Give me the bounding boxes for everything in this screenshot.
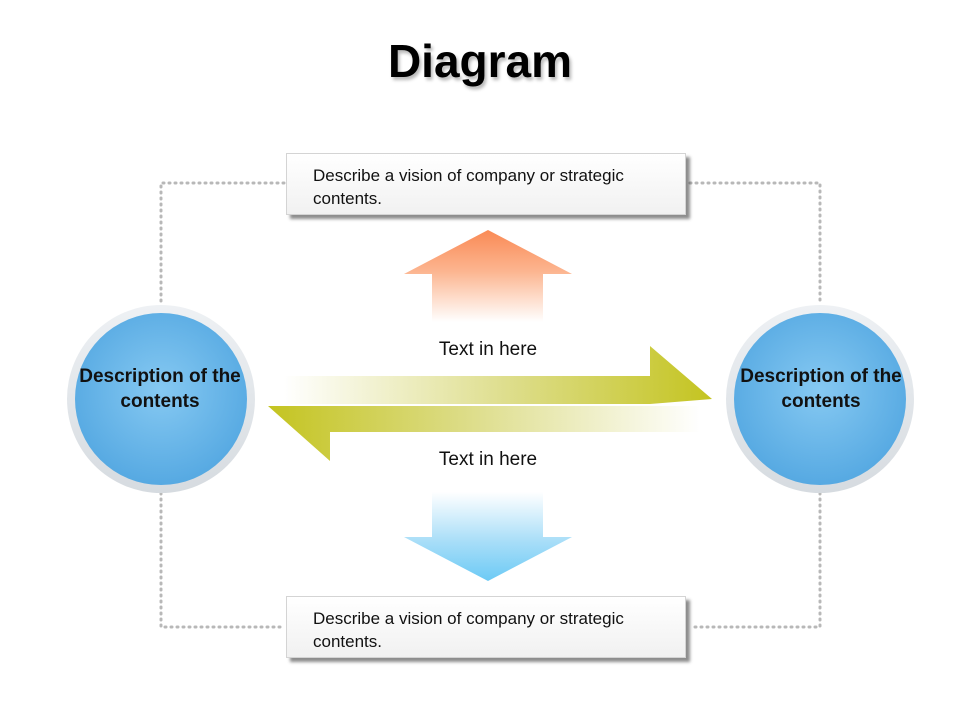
left-circle [67,305,255,493]
top-box-text: Describe a vision of company or strategi… [313,166,624,208]
top-text-box: Describe a vision of company or strategi… [286,153,686,215]
left-arrow [268,406,700,461]
dotted-connector-right [688,181,822,629]
lower-arrow-label: Text in here [438,449,538,470]
up-arrow [404,230,572,322]
upper-arrow-label: Text in here [438,339,538,360]
bottom-box-text: Describe a vision of company or strategi… [313,609,624,651]
diagram-title: Diagram [387,35,573,87]
right-arrow [284,346,712,404]
down-arrow [404,492,572,581]
right-circle [726,305,914,493]
left-circle-label: Description of the contents [79,366,241,412]
bottom-text-box: Describe a vision of company or strategi… [286,596,686,658]
right-circle-label: Description of the contents [740,366,902,412]
dotted-connector-left [159,181,286,629]
